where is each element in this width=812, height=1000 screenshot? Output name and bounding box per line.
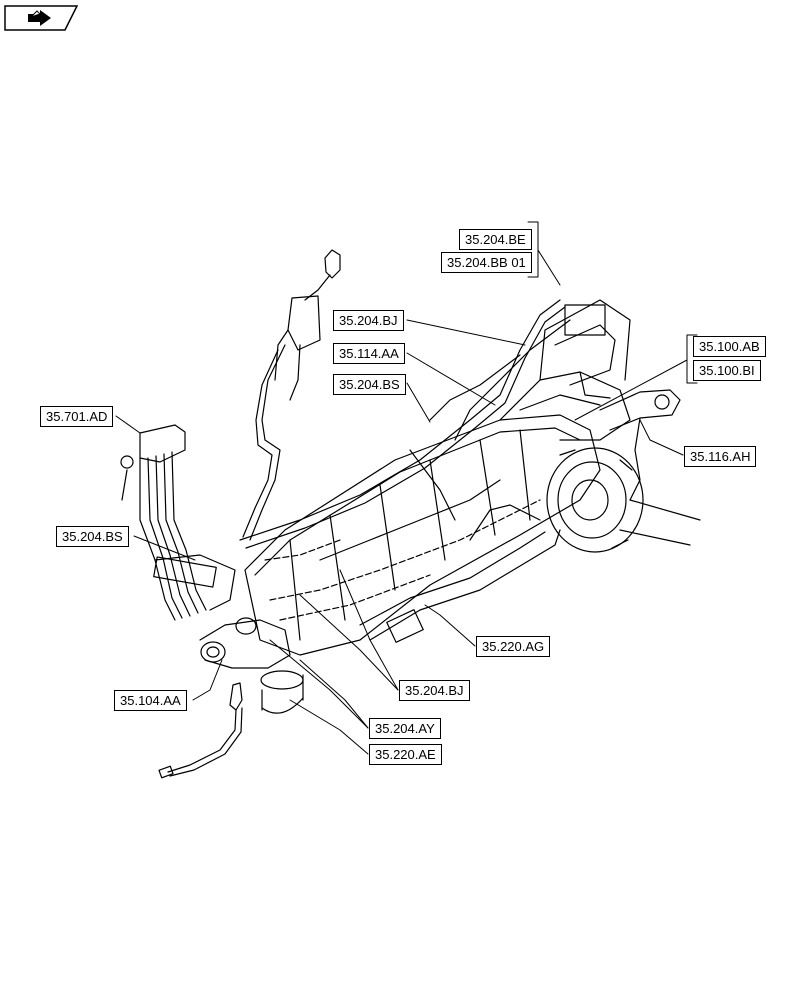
arrow-right-icon <box>28 10 51 26</box>
hose-routing <box>239 299 571 561</box>
gear-shift-lever <box>242 249 341 541</box>
hydraulic-pump <box>199 617 291 669</box>
callout-35-220-ag[interactable]: 35.220.AG <box>476 636 551 657</box>
bracket-right <box>599 389 681 501</box>
callout-35-204-bs-top[interactable]: 35.204.BS <box>333 374 406 395</box>
callout-35-204-bj-bottom[interactable]: 35.204.BJ <box>399 680 470 701</box>
filter-canister <box>260 670 304 714</box>
callout-35-204-ay[interactable]: 35.204.AY <box>369 718 441 739</box>
drain-hose <box>158 682 243 779</box>
control-valve-left <box>120 424 236 621</box>
transmission-housing <box>244 414 601 656</box>
side-tube <box>359 529 561 643</box>
callout-35-114-aa[interactable]: 35.114.AA <box>333 343 405 364</box>
callout-35-116-ah[interactable]: 35.116.AH <box>684 446 757 467</box>
nav-tab[interactable] <box>4 5 78 31</box>
leader-lines <box>115 221 698 755</box>
flywheel-housing <box>546 447 701 553</box>
callout-35-204-bs-left[interactable]: 35.204.BS <box>56 526 129 547</box>
callout-35-100-bi[interactable]: 35.100.BI <box>693 360 761 381</box>
callout-35-100-ab[interactable]: 35.100.AB <box>693 336 766 357</box>
rear-housing <box>499 299 631 441</box>
callout-35-204-bb01[interactable]: 35.204.BB 01 <box>441 252 532 273</box>
callout-35-104-aa[interactable]: 35.104.AA <box>114 690 187 711</box>
callout-35-220-ae[interactable]: 35.220.AE <box>369 744 442 765</box>
callout-35-204-bj-top[interactable]: 35.204.BJ <box>333 310 404 331</box>
callout-35-701-ad[interactable]: 35.701.AD <box>40 406 114 427</box>
callout-35-204-be[interactable]: 35.204.BE <box>459 229 532 250</box>
